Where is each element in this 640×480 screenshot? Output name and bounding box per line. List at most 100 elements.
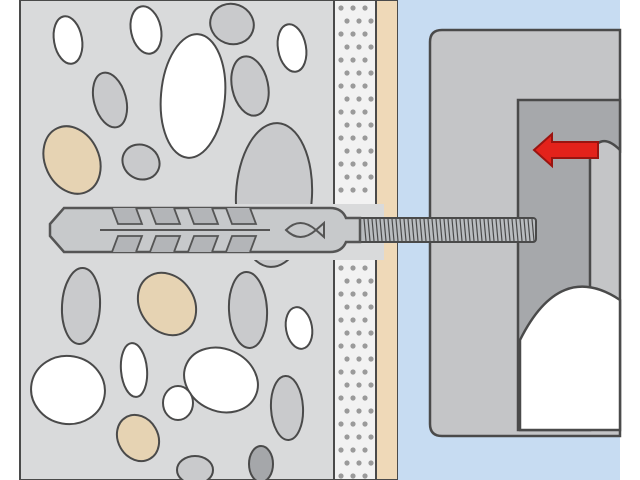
plaster-dot <box>350 343 356 349</box>
pebble <box>30 354 106 426</box>
plaster-dot <box>350 369 356 375</box>
pebble <box>159 33 227 159</box>
plaster-dot <box>350 187 356 193</box>
plaster-dot <box>338 421 344 427</box>
thread-line <box>467 218 471 242</box>
plaster-dot <box>344 70 350 76</box>
plaster-dot <box>356 434 362 440</box>
plaster-dot <box>356 18 362 24</box>
plaster-dot <box>362 395 368 401</box>
plaster-dot <box>356 70 362 76</box>
thread-line <box>439 218 443 242</box>
pebble <box>248 445 274 480</box>
thread-line <box>427 218 431 242</box>
thread-line <box>447 218 451 242</box>
plaster-dot <box>362 135 368 141</box>
pebble <box>91 71 129 129</box>
plaster-dot <box>338 265 344 271</box>
plaster-dot <box>344 174 350 180</box>
fixture-cutout <box>518 285 622 432</box>
thread-line <box>443 218 447 242</box>
plaster-dot <box>368 18 374 24</box>
thread-line <box>371 218 375 242</box>
plaster-dot <box>350 5 356 11</box>
thread-line <box>463 218 467 242</box>
plug-tooth <box>111 235 144 253</box>
plaster-dot <box>356 408 362 414</box>
plaster-dot <box>356 122 362 128</box>
pebble <box>227 271 269 349</box>
plaster-dot <box>368 278 374 284</box>
plaster-dot <box>362 447 368 453</box>
plaster-dot <box>338 109 344 115</box>
plaster-dot <box>338 161 344 167</box>
thread-line <box>407 218 411 242</box>
thread-line <box>363 218 367 242</box>
plaster-dot <box>362 57 368 63</box>
thread-line <box>515 218 519 242</box>
pebble <box>121 143 161 181</box>
thread-line <box>387 218 391 242</box>
plaster-dot <box>350 57 356 63</box>
plaster-dot <box>350 109 356 115</box>
plaster-dot <box>344 278 350 284</box>
pebble <box>129 5 163 55</box>
plaster-dot <box>344 460 350 466</box>
plug-tooth <box>225 235 258 253</box>
thread-line <box>519 218 523 242</box>
plaster-dot <box>350 447 356 453</box>
thread-line <box>435 218 439 242</box>
plaster-dot <box>344 330 350 336</box>
right-margin <box>620 0 640 480</box>
thread-line <box>455 218 459 242</box>
plaster-dot <box>368 122 374 128</box>
pebble <box>115 413 161 463</box>
plaster-dot <box>356 96 362 102</box>
thread-line <box>475 218 479 242</box>
thread-line <box>431 218 435 242</box>
plaster-dot <box>368 174 374 180</box>
plug-tooth <box>149 207 182 225</box>
thread-line <box>415 218 419 242</box>
plaster-dot <box>362 161 368 167</box>
plug-tooth <box>187 235 220 253</box>
wall-plug <box>48 206 362 254</box>
plaster-dot <box>362 265 368 271</box>
thread-line <box>507 218 511 242</box>
thread-line <box>395 218 399 242</box>
plaster-dot <box>368 434 374 440</box>
thread-line <box>479 218 483 242</box>
plaster-dot <box>344 408 350 414</box>
pebble <box>52 15 84 65</box>
thread-line <box>459 218 463 242</box>
plug-tooth <box>111 207 144 225</box>
plaster-dot <box>338 369 344 375</box>
plug-tooth <box>187 207 220 225</box>
plaster-dot <box>338 83 344 89</box>
pebble <box>209 2 255 46</box>
plaster-dot <box>356 382 362 388</box>
thread-line <box>491 218 495 242</box>
plaster-dot <box>338 473 344 479</box>
screw <box>349 217 537 243</box>
plaster-dot <box>344 304 350 310</box>
plaster-dot <box>362 109 368 115</box>
pebble <box>60 267 102 345</box>
arrow-left-icon <box>532 131 599 169</box>
thread-line <box>483 218 487 242</box>
thread-line <box>403 218 407 242</box>
plaster-dot <box>338 5 344 11</box>
plaster-dot <box>368 96 374 102</box>
plaster-dot <box>356 148 362 154</box>
plaster-dot <box>350 161 356 167</box>
plaster-dot <box>344 44 350 50</box>
thread-line <box>383 218 387 242</box>
thread-line <box>391 218 395 242</box>
plaster-dot <box>338 57 344 63</box>
plaster-dot <box>350 395 356 401</box>
plaster-dot <box>350 473 356 479</box>
plaster-dot <box>368 148 374 154</box>
plaster-dot <box>344 434 350 440</box>
plaster-dot <box>356 278 362 284</box>
